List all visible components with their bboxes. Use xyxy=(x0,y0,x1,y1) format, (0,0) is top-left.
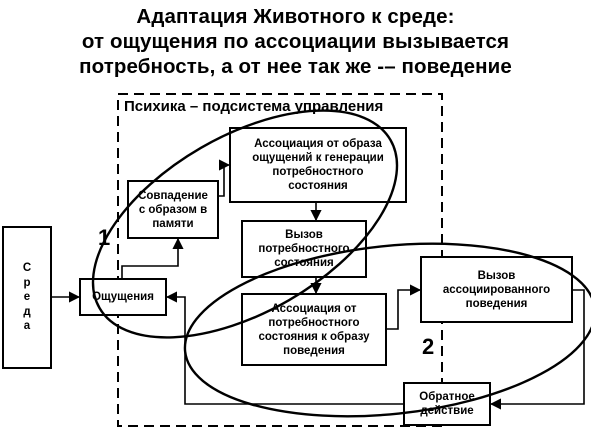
assoc-behavior-line: потребностного xyxy=(268,316,360,329)
feedback-box xyxy=(403,382,491,426)
behavior-call-line: Вызов xyxy=(477,269,516,282)
match-memory-label: Совпадение с образом в памяти xyxy=(128,181,218,238)
diagram-title: Адаптация Животного к среде: от ощущения… xyxy=(0,4,591,79)
sensations-text: Ощущения xyxy=(92,291,154,303)
need-call-line: потребностного xyxy=(258,243,350,255)
psyche-label: Психика – подсистема управления xyxy=(124,98,384,115)
title-line-2: от ощущения по ассоциации вызывается xyxy=(81,30,510,53)
environment-letter: д xyxy=(23,305,31,318)
behavior-call-line: поведения xyxy=(465,297,528,310)
feedback-line: действие xyxy=(420,405,474,417)
assoc-behavior-line: Ассоциация от xyxy=(271,302,357,315)
environment-letter: а xyxy=(23,320,31,333)
title-line-1: Адаптация Животного к среде: xyxy=(136,5,455,28)
assoc-behavior-line: состояния к образу xyxy=(258,330,370,343)
cycle-label-1: 1 xyxy=(98,225,111,250)
environment-letter: е xyxy=(23,291,31,304)
environment-letter: р xyxy=(23,276,31,289)
arrow-match-to-assoc-need xyxy=(218,159,231,197)
assoc-behavior-box xyxy=(241,293,387,366)
assoc-need-label: Ассоциация от образа ощущений к генераци… xyxy=(230,128,406,202)
feedback-label: Обратное действие xyxy=(404,383,490,425)
feedback-line: Обратное xyxy=(419,391,475,403)
match-memory-line: Совпадение xyxy=(138,189,208,202)
assoc-need-line: состояния xyxy=(288,180,348,192)
assoc-behavior-line: поведения xyxy=(283,344,345,357)
assoc-need-line: ощущений к генерации xyxy=(252,152,384,164)
cycle-label-2: 2 xyxy=(422,334,435,359)
need-call-label: Вызов потребностного состояния xyxy=(242,221,366,277)
assoc-need-line: Ассоциация от образа xyxy=(254,138,382,150)
need-call-box xyxy=(241,220,367,278)
need-call-line: Вызов xyxy=(285,229,323,241)
behavior-call-box xyxy=(420,256,573,323)
environment-label: С р е д а xyxy=(3,227,51,368)
assoc-need-line: потребностного xyxy=(272,166,364,178)
assoc-need-box xyxy=(229,127,407,203)
cycle-ellipse-2 xyxy=(183,242,591,418)
assoc-behavior-label: Ассоциация от потребностного состояния к… xyxy=(242,294,386,365)
cycle-ellipse-1 xyxy=(91,109,399,339)
match-memory-line: с образом в xyxy=(138,203,208,216)
behavior-call-line: ассоциированного xyxy=(442,283,551,296)
match-memory-line: памяти xyxy=(152,217,194,230)
arrow-behavior-call-to-feedback xyxy=(489,289,585,410)
need-call-line: состояния xyxy=(274,257,334,269)
environment-letter: С xyxy=(22,262,32,275)
behavior-call-label: Вызов ассоциированного поведения xyxy=(421,257,572,322)
arrow-sensations-to-match xyxy=(121,237,184,279)
title-line-3: потребность, а от нее так же -– поведени… xyxy=(79,55,512,78)
sensations-label: Ощущения xyxy=(80,279,166,315)
arrow-assoc-behavior-to-behavior-call xyxy=(386,284,422,330)
